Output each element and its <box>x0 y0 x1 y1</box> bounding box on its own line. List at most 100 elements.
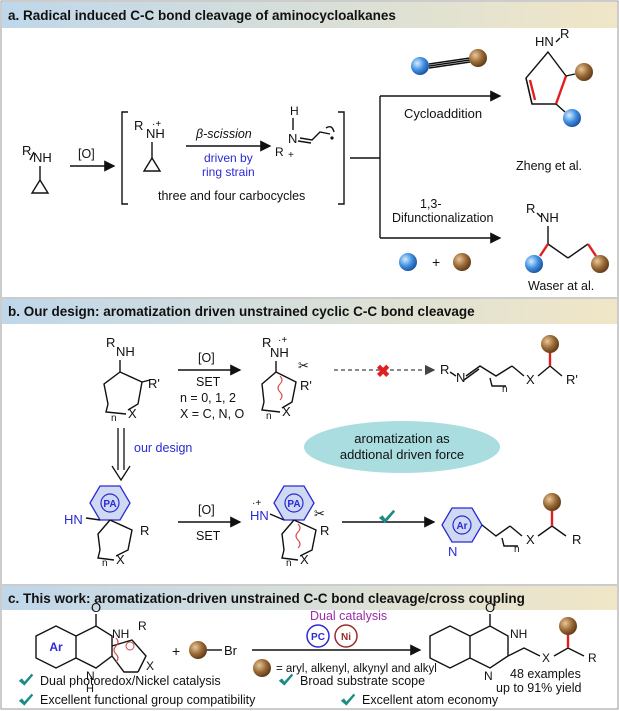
atom-label: H <box>290 104 299 118</box>
brown-sphere-icon <box>253 659 271 677</box>
brown-sphere-icon <box>453 253 471 271</box>
atom-label: NH <box>146 126 165 141</box>
zheng-label: Zheng et al. <box>516 159 582 173</box>
pa-label: PA <box>287 499 300 510</box>
ni-label: Ni <box>341 632 351 643</box>
atom-label: N <box>456 370 465 385</box>
atom-label: R <box>560 26 569 41</box>
set-label: SET <box>196 375 221 389</box>
radical-cation-pa: PA ·+ HN R n X ✂ <box>250 485 329 569</box>
beta-scission-label: β-scission <box>195 127 252 141</box>
blue-sphere-icon <box>399 253 417 271</box>
atom-label: H <box>86 683 94 695</box>
atom-label: N <box>484 669 493 683</box>
feature-1: Dual photoredox/Nickel catalysis <box>40 674 221 688</box>
atom-label: R' <box>148 376 160 391</box>
pc-cycle <box>306 624 330 648</box>
atom-label: n <box>102 558 108 569</box>
plus-sign: + <box>172 643 180 659</box>
substrate-b: R NH R' n X <box>103 335 160 424</box>
charge-label: ·+ <box>278 335 287 346</box>
atom-label: n <box>286 558 292 569</box>
ball-definition: = aryl, alkenyl, alkynyl and alkyl <box>276 663 437 675</box>
difunc-label-1: 1,3- <box>420 197 442 211</box>
atom-label: R <box>262 335 271 350</box>
plus-sign: + <box>432 254 440 270</box>
waser-product: R NH <box>525 201 609 273</box>
atom-label: R <box>22 143 31 158</box>
charge-label: + <box>288 150 294 161</box>
atom-label: R <box>440 362 449 377</box>
ar-label: Ar <box>456 521 467 532</box>
waser-label: Waser at al. <box>528 279 594 293</box>
carbocycles-label: three and four carbocycles <box>158 189 305 203</box>
cross-icon: ✖ <box>376 362 390 381</box>
atom-label: X <box>146 659 154 673</box>
atom-label: X <box>526 532 535 547</box>
our-design-label: our design <box>134 441 192 455</box>
atom-label: n <box>502 384 508 395</box>
panel-a-title: a. Radical induced C-C bond cleavage of … <box>8 8 396 23</box>
examples-label: 48 examples <box>510 667 581 681</box>
reagent-o-2: [O] <box>198 503 215 517</box>
atom-label: HN <box>250 508 269 523</box>
pa-label: PA <box>103 499 116 510</box>
atom-label: NH <box>270 345 289 360</box>
aromatization-ellipse <box>304 421 500 473</box>
atom-label: HN <box>535 34 554 49</box>
check-icon <box>278 673 294 686</box>
atom-label: R <box>134 118 143 133</box>
spiro-quinazolinone: Ar O NH N H X R <box>35 600 154 695</box>
panel-c: c. This work: aromatization-driven unstr… <box>2 586 617 707</box>
feature-2: Broad substrate scope <box>300 674 425 688</box>
product-quinazolinone: O NH N X R <box>429 600 597 683</box>
ellipse-text-2: addtional driven force <box>340 447 464 462</box>
condition-n: n = 0, 1, 2 <box>180 391 236 405</box>
unfavored-product: R N n X R' <box>440 335 578 395</box>
brown-sphere-icon <box>541 335 559 353</box>
atom-label: HN <box>64 512 83 527</box>
brown-sphere-icon <box>189 641 207 659</box>
panel-c-header <box>2 586 617 610</box>
panel-b-header <box>2 299 617 324</box>
brown-sphere-icon <box>591 255 609 273</box>
atom-label: N <box>86 669 95 683</box>
blue-sphere-icon <box>525 255 543 273</box>
iminium-radical: H N R + <box>275 104 335 161</box>
spiro-substrate: PA HN R n X <box>64 485 149 569</box>
design-arrow <box>117 428 125 470</box>
atom-label: O <box>91 600 101 615</box>
atom-label: R <box>106 335 115 350</box>
pc-label: PC <box>311 632 325 643</box>
check-icon <box>18 693 34 706</box>
brown-sphere-icon <box>559 617 577 635</box>
atom-label: X <box>542 651 550 665</box>
atom-label: R <box>140 523 149 538</box>
atom-label: n <box>514 544 520 555</box>
brown-sphere-icon <box>575 63 593 81</box>
bromide-label: Br <box>224 643 238 658</box>
dual-catalysis-label: Dual catalysis <box>310 609 387 623</box>
atom-label: R' <box>300 378 312 393</box>
atom-label: R <box>275 145 284 159</box>
ar-label: Ar <box>49 640 63 654</box>
atom-label: X <box>526 372 535 387</box>
driven-by-label: driven by <box>204 151 253 165</box>
check-icon <box>378 509 396 524</box>
ellipse-text-1: aromatization as <box>354 431 450 446</box>
atom-label: R <box>526 201 535 216</box>
feature-3: Excellent functional group compatibility <box>40 693 256 707</box>
atom-label: R <box>320 523 329 538</box>
charge-label: ·+ <box>152 119 161 130</box>
atom-label: n <box>266 411 272 422</box>
atom-label: NH <box>116 344 135 359</box>
atom-label: N <box>448 544 457 559</box>
atom-label: NH <box>33 150 52 165</box>
panel-b-title: b. Our design: aromatization driven unst… <box>8 304 475 319</box>
ring-strain-label: ring strain <box>202 165 255 179</box>
atom-label: R <box>588 651 597 665</box>
feature-4: Excellent atom economy <box>362 693 499 707</box>
blue-sphere-icon <box>563 109 581 127</box>
atom-label: R <box>138 619 147 633</box>
